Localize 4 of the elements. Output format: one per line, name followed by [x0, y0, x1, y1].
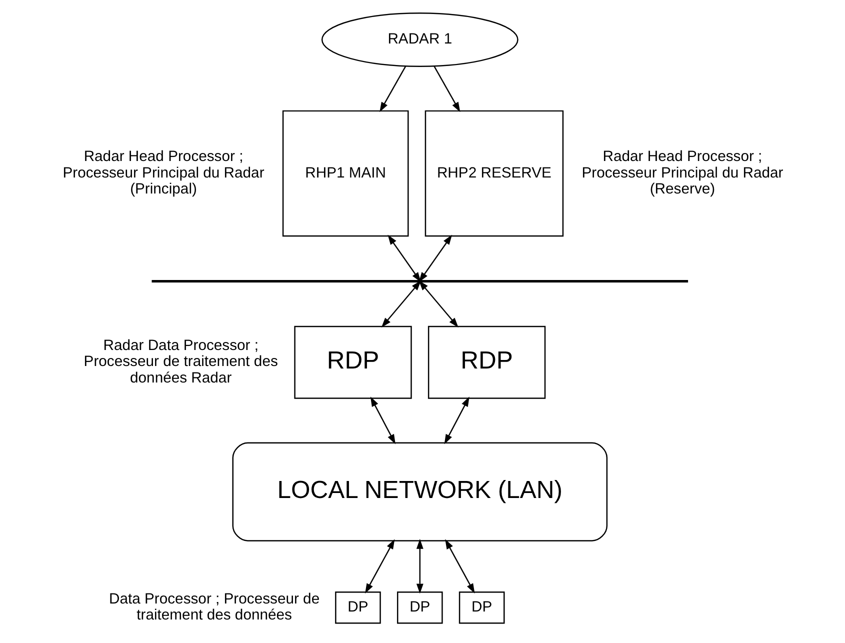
node-label: Radar Head Processor ; Processeur Principal du Radar (Reserve): [581, 149, 783, 198]
node-label: Radar Data Processor ; Processeur de traitement des données Radar: [83, 338, 278, 386]
node-label: Radar Head Processor ; Processeur Principal du Radar (Principal): [62, 149, 264, 198]
node-label: Data Processor ; Processeur de traitement des données: [108, 591, 320, 624]
